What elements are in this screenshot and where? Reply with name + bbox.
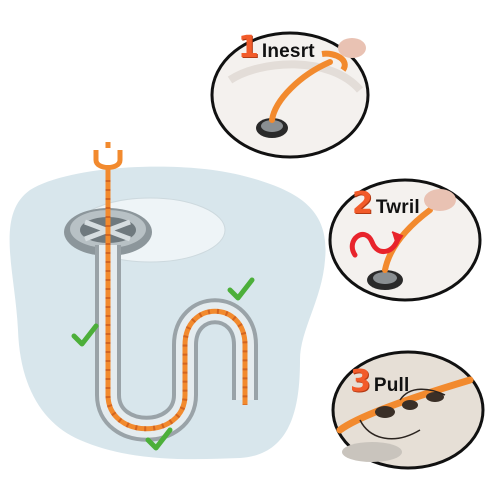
twist-arrow-icon (349, 232, 401, 258)
step-1-word: Inesrt (261, 41, 315, 62)
step-3-photo (331, 350, 485, 470)
check-icon (145, 427, 173, 451)
step-3-number: 3 (350, 364, 371, 399)
step-1-number: 1 (238, 30, 259, 65)
step-1-photo (210, 31, 370, 159)
step-3-label: 3 Pull (350, 364, 410, 399)
drain-snake-tool (93, 142, 248, 432)
step-2-photo (328, 178, 482, 302)
check-icon (227, 277, 255, 301)
step-3-word: Pull (373, 375, 410, 396)
step-1-label: 1 Inesrt (238, 30, 315, 65)
check-icon (71, 323, 99, 347)
step-2-label: 2 Twril (352, 186, 420, 221)
step-2-word: Twril (375, 197, 420, 218)
step-2-number: 2 (352, 186, 373, 221)
